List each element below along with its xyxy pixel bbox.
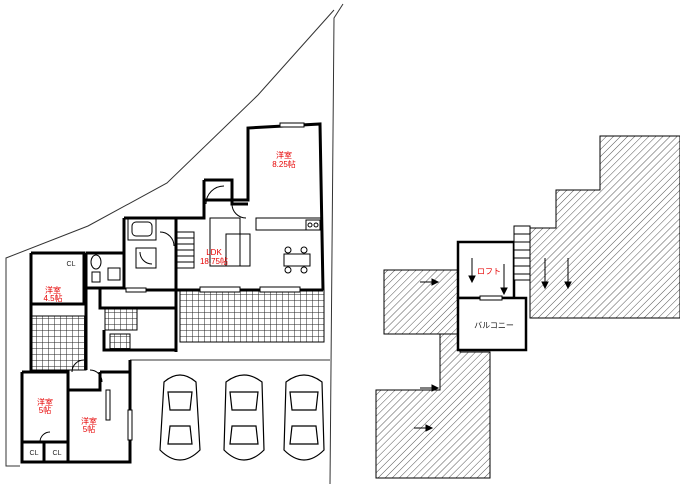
room-western-45-name: 洋室 bbox=[45, 285, 61, 295]
room-ldk-size: 18.75帖 bbox=[200, 256, 228, 266]
room-ldk-name: LDK bbox=[206, 248, 222, 257]
loft-label: ロフト bbox=[477, 267, 501, 276]
car-3 bbox=[283, 374, 325, 461]
site-boundary-diagonal bbox=[5, 9, 335, 467]
closet-label: CL bbox=[67, 261, 76, 268]
room-western-45-size: 4.5帖 bbox=[43, 293, 62, 303]
room-western-5b-size: 5帖 bbox=[83, 424, 95, 434]
room-western-5a-name: 洋室 bbox=[37, 397, 53, 407]
room-western-825-size: 8.25帖 bbox=[272, 159, 296, 169]
balcony bbox=[456, 296, 528, 352]
closet-label: CL bbox=[30, 450, 39, 457]
first-floor-plan: 洋室 8.25帖 LDK 18.75帖 洋室 4.5帖 洋室 5帖 洋室 5帖 … bbox=[5, 3, 344, 484]
car-2 bbox=[223, 374, 265, 461]
roof-slope-arrows bbox=[414, 258, 572, 432]
room-western-5b-name: 洋室 bbox=[81, 416, 97, 426]
terrace-tile bbox=[179, 289, 325, 343]
entrance-tile-mid bbox=[104, 307, 138, 331]
car-1 bbox=[159, 374, 201, 461]
balcony-label: バルコニー bbox=[474, 321, 514, 330]
stairs bbox=[175, 231, 195, 269]
roof-hatched bbox=[529, 135, 680, 319]
entrance-tile-south bbox=[109, 333, 131, 351]
loft-ladder bbox=[513, 225, 531, 281]
site-boundary bbox=[329, 3, 344, 484]
closet-label: CL bbox=[53, 450, 62, 457]
room-western-5a-size: 5帖 bbox=[39, 405, 51, 415]
parking-area bbox=[159, 374, 325, 461]
second-floor-plan: ロフト バルコニー bbox=[375, 135, 680, 479]
room-western-825-name: 洋室 bbox=[276, 150, 292, 160]
